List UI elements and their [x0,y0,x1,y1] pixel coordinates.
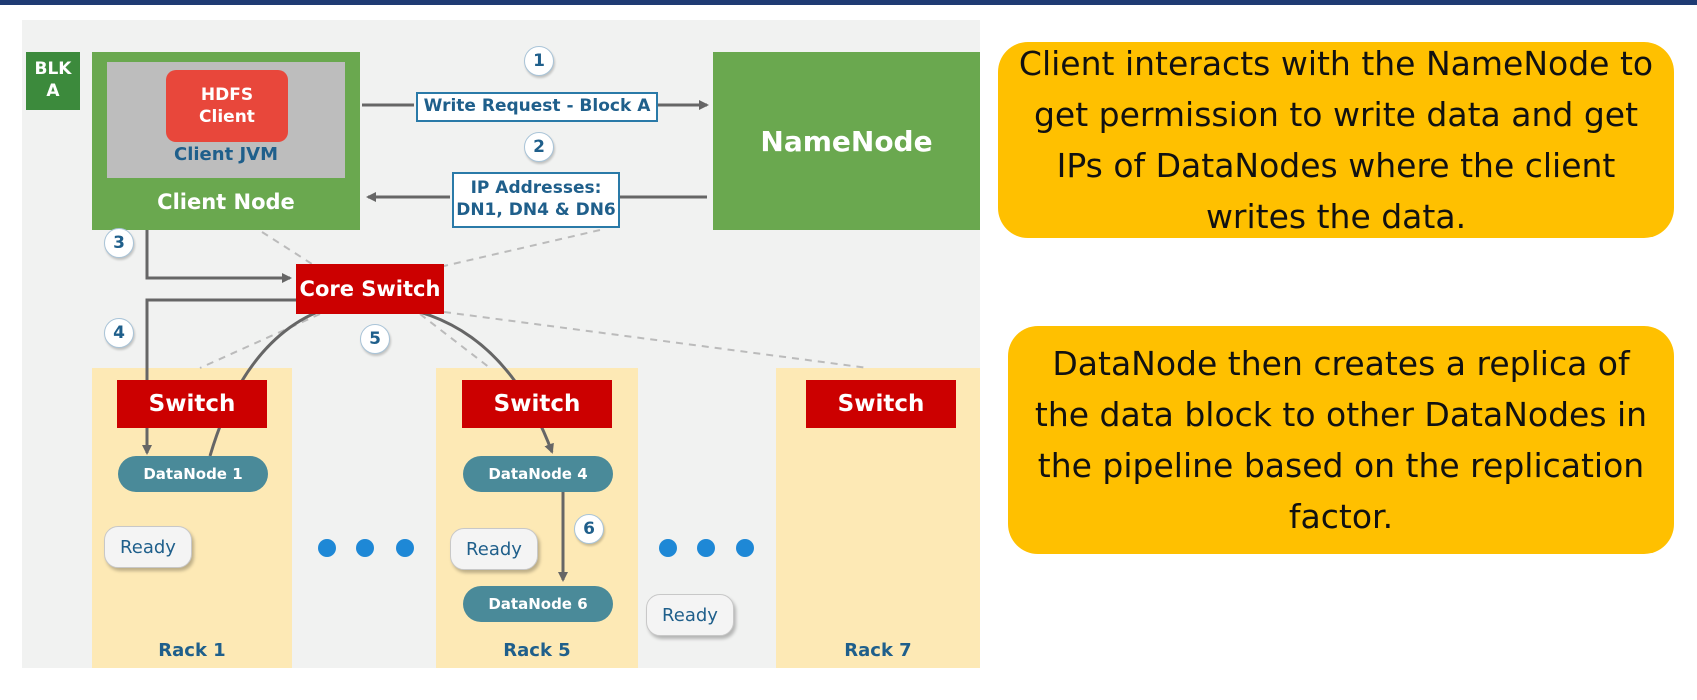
namenode: NameNode [713,52,980,230]
callout-namenode-interaction: Client interacts with the NameNode to ge… [998,42,1674,238]
ellipsis-dot [318,539,336,557]
step-1-marker: 1 [524,46,554,76]
rack-7-label: Rack 7 [844,640,912,661]
client-node-label: Client Node [157,190,295,214]
rack-5-switch: Switch [462,380,612,428]
rack-1-switch: Switch [117,380,267,428]
top-bar [0,0,1697,5]
callout-replication: DataNode then creates a replica of the d… [1008,326,1674,554]
ellipsis-dot [736,539,754,557]
ip-addresses-label: IP Addresses: DN1, DN4 & DN6 [452,172,620,228]
ready-bubble-dn4: Ready [450,528,538,570]
client-jvm-label: Client JVM [174,144,278,165]
step-4-marker: 4 [104,318,134,348]
ellipsis-dot [356,539,374,557]
rack-5-label: Rack 5 [503,640,571,661]
write-request-label: Write Request - Block A [416,92,658,122]
datanode-4: DataNode 4 [463,456,613,492]
ellipsis-dot [396,539,414,557]
ellipsis-dot [659,539,677,557]
ellipsis-dot [697,539,715,557]
rack-1-label: Rack 1 [158,640,226,661]
hdfs-client: HDFS Client [166,70,288,142]
step-5-marker: 5 [360,324,390,354]
block-a-badge: BLK A [26,52,80,110]
step-3-marker: 3 [104,228,134,258]
ready-bubble-dn1: Ready [104,526,192,568]
rack-7-switch: Switch [806,380,956,428]
core-switch: Core Switch [296,264,444,314]
datanode-6: DataNode 6 [463,586,613,622]
datanode-1: DataNode 1 [118,456,268,492]
ready-bubble-dn6: Ready [646,594,734,636]
step-6-marker: 6 [574,514,604,544]
step-2-marker: 2 [524,132,554,162]
